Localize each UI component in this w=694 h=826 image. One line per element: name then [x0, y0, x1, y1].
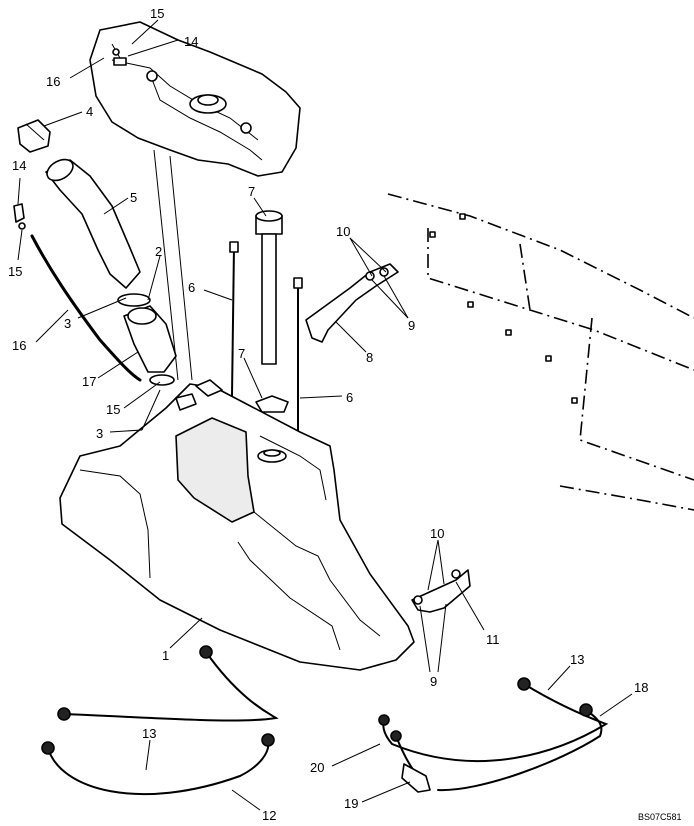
document-id: BS07C581 — [638, 812, 682, 822]
callout-6: 6 — [188, 280, 195, 295]
callout-9: 9 — [430, 674, 437, 689]
callout-2: 2 — [155, 244, 162, 259]
callout-10: 10 — [430, 526, 444, 541]
callout-16: 16 — [12, 338, 26, 353]
part-2-hose-clamp-set — [117, 293, 177, 386]
callout-8: 8 — [366, 350, 373, 365]
part-4-filler-cap — [17, 119, 51, 153]
callout-15: 15 — [8, 264, 22, 279]
part-1-fuel-tank — [59, 379, 415, 671]
part-5-filler-hose — [45, 158, 141, 289]
callout-labels: 15 14 16 4 14 5 15 2 7 10 6 9 16 3 8 17 … — [8, 6, 648, 823]
part-7-fuel-sender — [255, 210, 289, 413]
callout-16: 16 — [46, 74, 60, 89]
callout-13: 13 — [142, 726, 156, 741]
callout-4: 4 — [86, 104, 93, 119]
callout-7: 7 — [238, 346, 245, 361]
callout-15: 15 — [106, 402, 120, 417]
callout-13: 13 — [570, 652, 584, 667]
callout-14: 14 — [184, 34, 198, 49]
callout-17: 17 — [82, 374, 96, 389]
callout-1: 1 — [162, 648, 169, 663]
callout-18: 18 — [634, 680, 648, 695]
callout-12: 12 — [262, 808, 276, 823]
callout-20: 20 — [310, 760, 324, 775]
callout-11: 11 — [486, 632, 500, 647]
upper-tank-inset — [89, 21, 301, 177]
part-6-tank-straps — [153, 149, 303, 435]
callout-9: 9 — [408, 318, 415, 333]
wiring-harness-left — [41, 645, 279, 796]
part-8-bracket — [305, 263, 399, 343]
part-11-lower-bracket — [411, 569, 471, 613]
callout-3: 3 — [64, 316, 71, 331]
callout-3: 3 — [96, 426, 103, 441]
callout-19: 19 — [344, 796, 358, 811]
callout-7: 7 — [248, 184, 255, 199]
callout-14: 14 — [12, 158, 26, 173]
leader-lines — [17, 19, 633, 811]
chassis-frame-outline — [387, 193, 694, 511]
part-16-breather-line — [13, 203, 142, 382]
wiring-harness-right — [378, 677, 609, 793]
callout-5: 5 — [130, 190, 137, 205]
callout-6: 6 — [346, 390, 353, 405]
callout-15: 15 — [150, 6, 164, 21]
callout-10: 10 — [336, 224, 350, 239]
